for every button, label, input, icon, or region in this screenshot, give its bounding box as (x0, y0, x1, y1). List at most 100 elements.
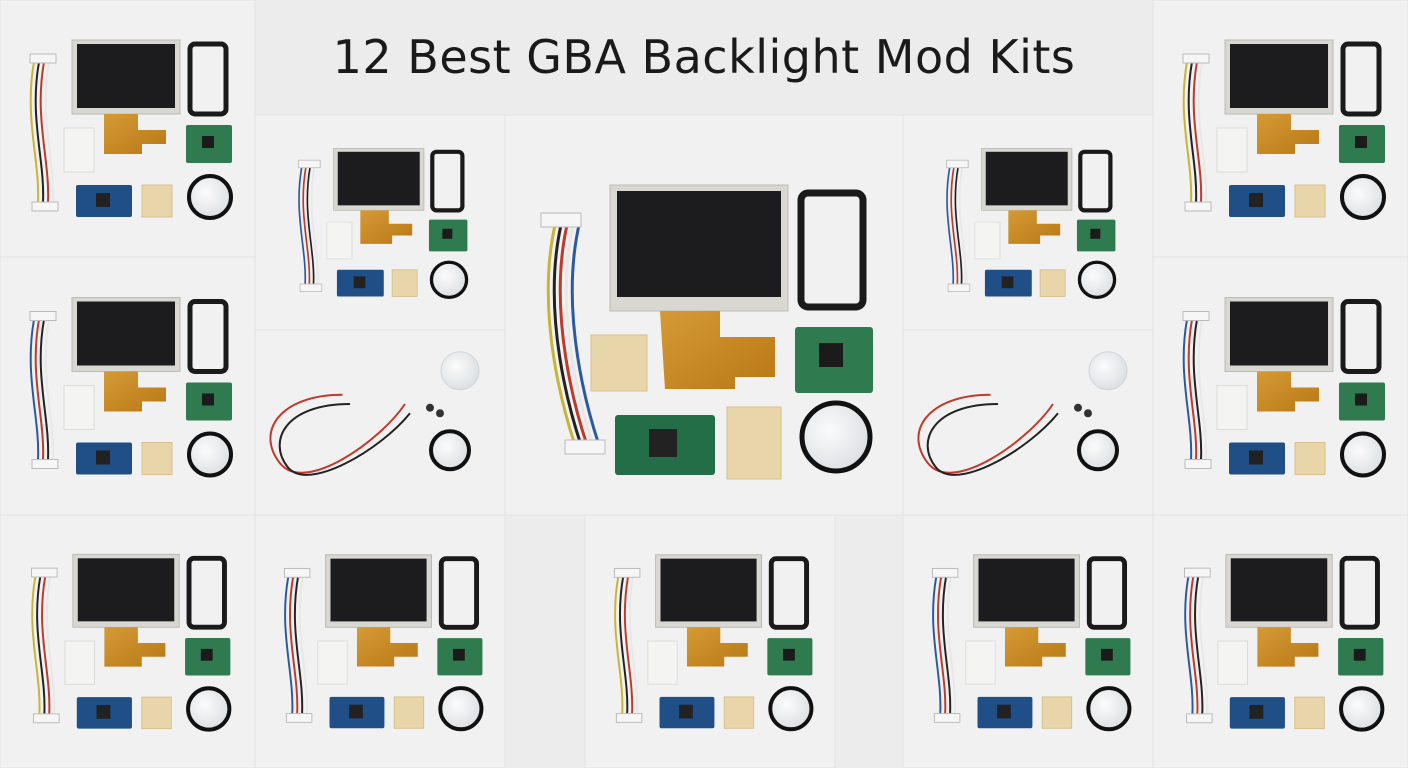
lens-ring (1339, 686, 1385, 732)
gasket (187, 299, 229, 374)
protector-film (1216, 385, 1248, 430)
wire (298, 166, 307, 285)
connector-top (29, 53, 57, 64)
wire (558, 224, 589, 446)
connector-bottom (32, 713, 60, 724)
wire (34, 61, 45, 203)
control-chip (453, 648, 465, 661)
kit-photo (917, 351, 1128, 476)
kit-parts (931, 554, 1132, 732)
kit-parts (1184, 553, 1385, 732)
flex-cable (104, 114, 166, 154)
connector-bottom (615, 713, 643, 723)
adhesive-pad (1294, 442, 1326, 475)
lens-ring (1340, 174, 1386, 220)
connector-top (946, 159, 969, 169)
wire (29, 319, 40, 460)
connector-top (1184, 567, 1211, 578)
wire (946, 166, 955, 285)
control-chip (1090, 228, 1101, 239)
lens-ring (187, 431, 233, 478)
connector-bottom (299, 283, 323, 292)
screw (1074, 403, 1082, 412)
wire (44, 61, 55, 203)
driver-chip (1249, 193, 1263, 207)
gasket (1340, 41, 1382, 117)
lens-ring (1077, 260, 1117, 300)
wire (932, 576, 942, 714)
wire-red (917, 393, 1054, 474)
lens-ring (1086, 686, 1132, 732)
driver-chip (997, 704, 1011, 719)
wire (302, 166, 311, 285)
kit-photo (931, 554, 1132, 732)
adhesive-pad (723, 696, 755, 729)
wire (1197, 319, 1208, 460)
protector-film (1216, 127, 1248, 173)
wire (958, 166, 967, 285)
gasket (1078, 149, 1113, 213)
flex-cable (356, 627, 418, 667)
protector-film (63, 127, 95, 173)
screw (436, 409, 444, 418)
wire (619, 576, 629, 714)
wire (1184, 575, 1194, 714)
adhesive-pad (141, 696, 172, 730)
connector-bottom (1184, 201, 1212, 212)
screw (426, 403, 434, 412)
wire (546, 224, 577, 446)
kit-photo (283, 554, 484, 732)
screw (1084, 409, 1092, 418)
lens-ring (429, 429, 471, 472)
kit-photo (269, 351, 480, 476)
wire (1187, 319, 1198, 460)
protector-film (974, 221, 1001, 260)
control-chip (1101, 648, 1113, 661)
wire (564, 224, 595, 446)
protector-film (965, 640, 996, 685)
driver-chip (96, 450, 110, 465)
wire (1182, 61, 1193, 203)
kit-parts (613, 554, 814, 732)
wire (310, 166, 319, 285)
control-chip (1355, 136, 1367, 148)
lens-ring (438, 686, 484, 732)
kit-photo (298, 148, 469, 300)
driver-chip (353, 276, 366, 289)
wire (946, 576, 957, 714)
lens-ring (1077, 429, 1119, 472)
kit-parts (1182, 297, 1386, 478)
kit-parts (29, 297, 233, 478)
connector-top (931, 567, 959, 578)
connector-bottom (933, 713, 961, 723)
wire-red (269, 393, 406, 474)
kit-photo (29, 297, 233, 478)
driver-chip (349, 704, 363, 719)
driver-chip (1249, 450, 1263, 465)
adhesive-pad (141, 442, 173, 475)
connector-top (613, 567, 641, 578)
control-chip (1353, 648, 1366, 661)
lcd-screen (77, 301, 175, 366)
flex-cable (104, 371, 166, 412)
flex-cable (360, 210, 413, 244)
kit-photo (31, 553, 232, 732)
wire (1192, 319, 1203, 460)
wire (31, 575, 41, 714)
adhesive-pad (391, 269, 418, 297)
protector-film (647, 640, 678, 685)
lcd-screen (330, 558, 427, 622)
wire-black (278, 403, 411, 476)
kit-parts (917, 351, 1128, 476)
wire (954, 166, 963, 285)
wire (570, 224, 601, 446)
kit-photo (1182, 297, 1386, 478)
gasket (768, 556, 810, 630)
flex-cable (660, 311, 775, 389)
flex-cable (1008, 210, 1061, 244)
wire (41, 575, 51, 714)
control-chip (202, 393, 214, 406)
lens-ring (187, 174, 233, 220)
feature-kit-parts (540, 184, 873, 480)
